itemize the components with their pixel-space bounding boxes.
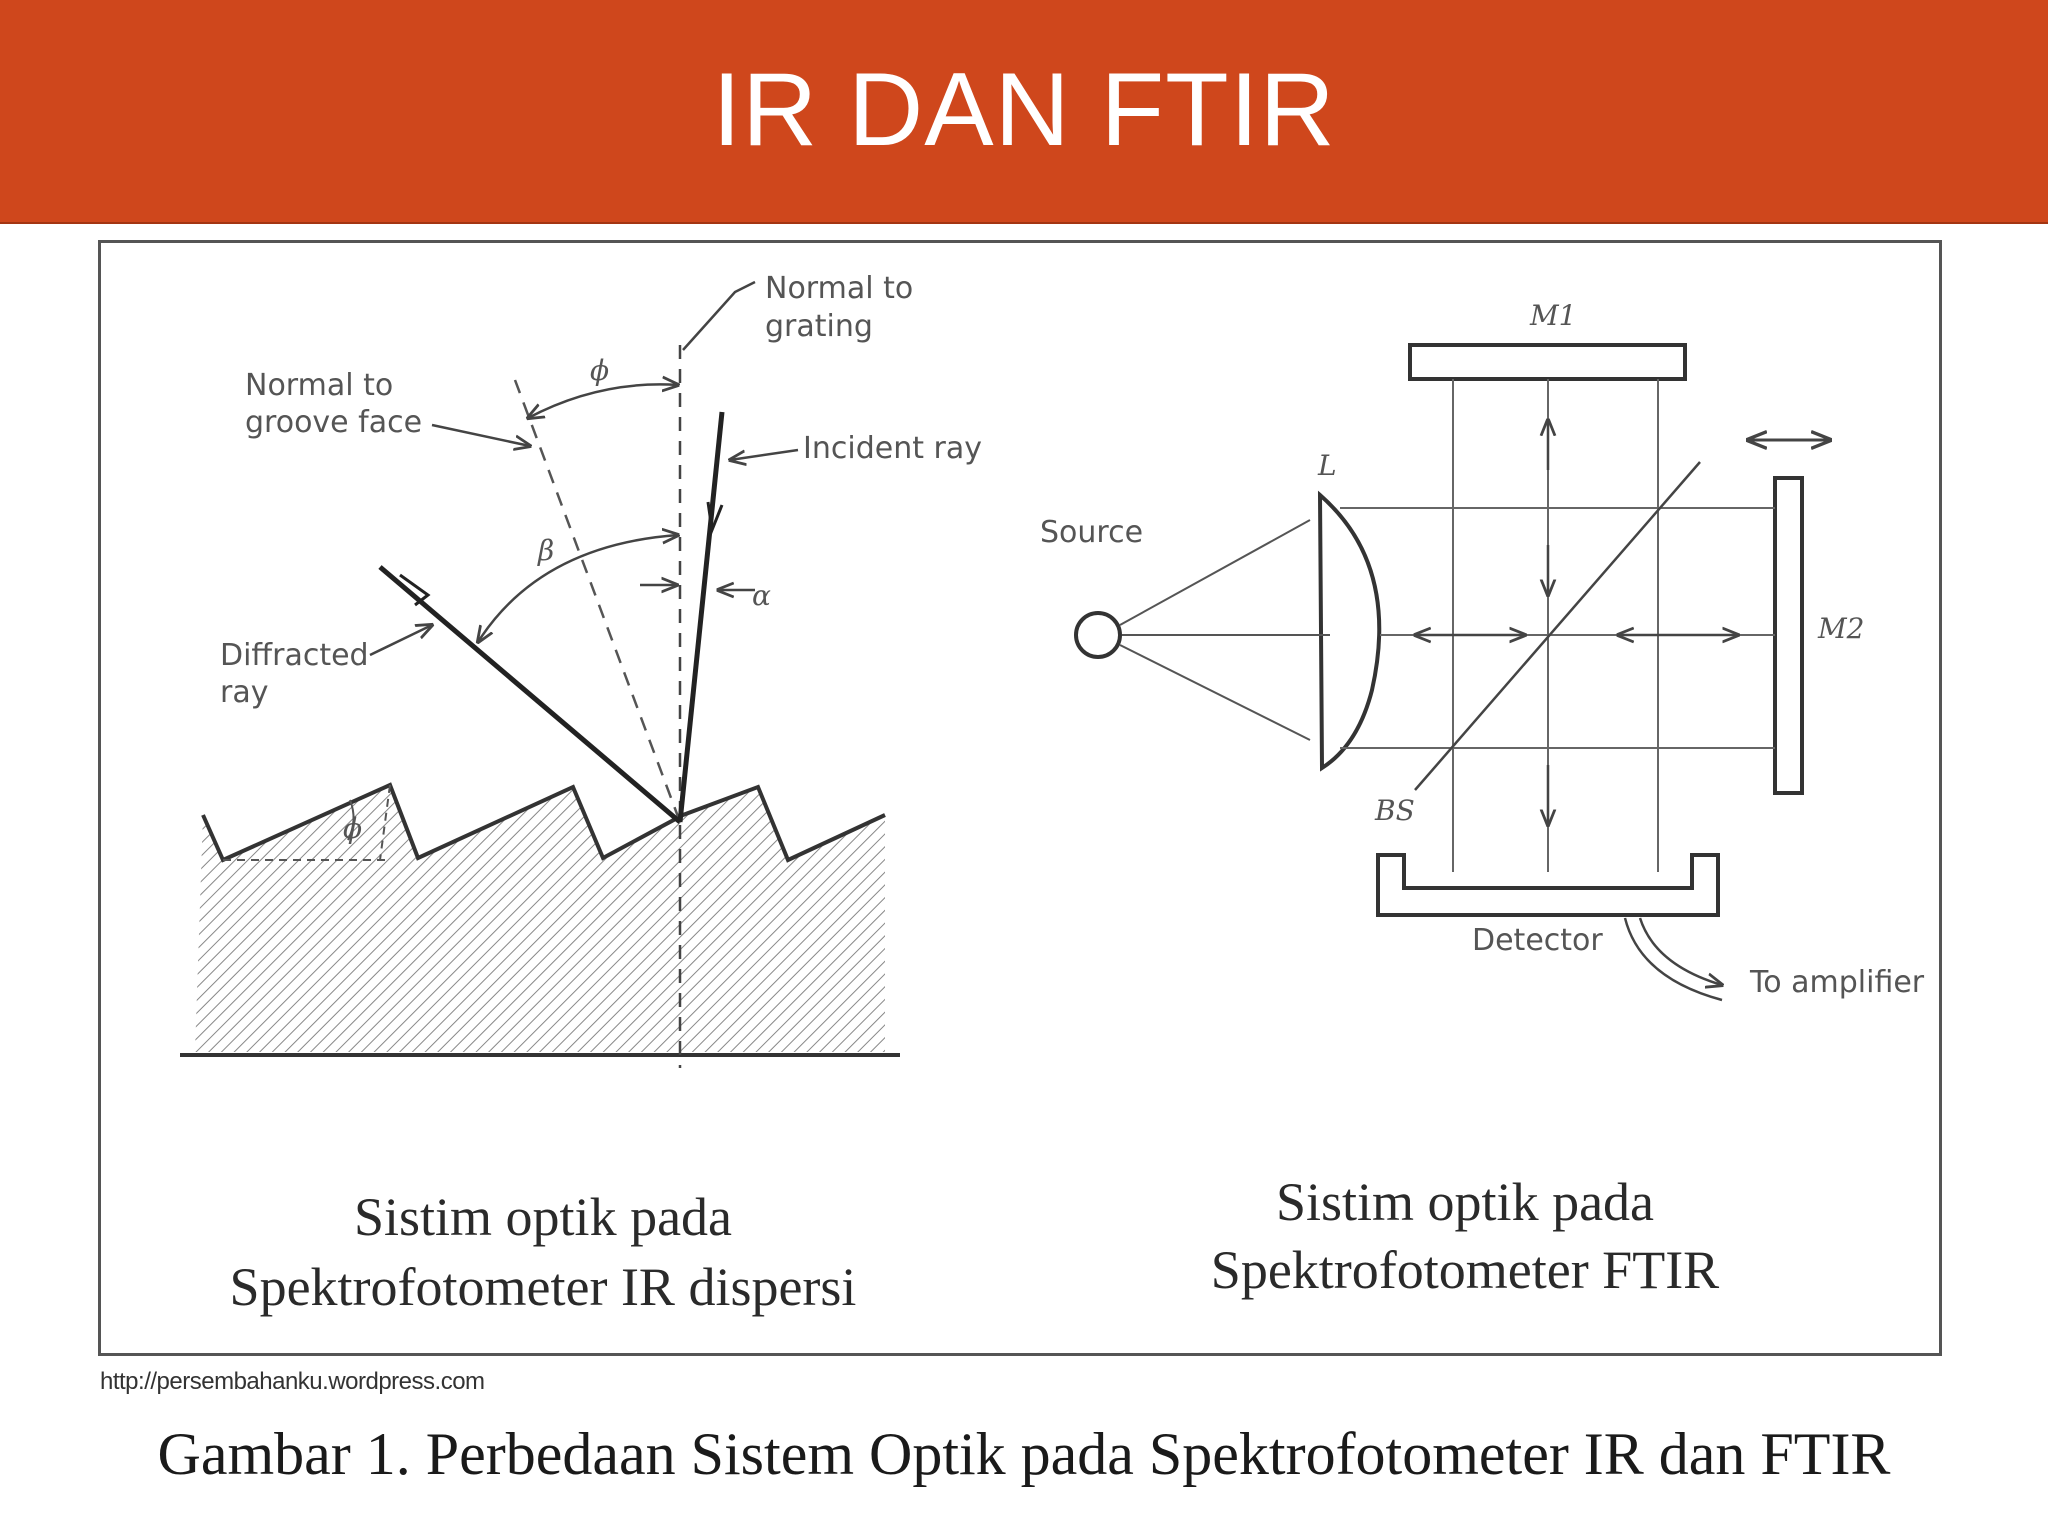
alpha-label: α: [752, 579, 771, 612]
beta-label: β: [537, 534, 554, 567]
grating-profile: [201, 782, 886, 863]
figure-caption: Gambar 1. Perbedaan Sistem Optik pada Sp…: [157, 1421, 1891, 1487]
beta-arc: [478, 535, 678, 642]
incident-ray: [677, 411, 725, 823]
label-source: Source: [1040, 515, 1143, 550]
label-m2: M2: [1817, 612, 1864, 645]
figure-frame: [98, 240, 1942, 1356]
label-diffracted-ray-2: ray: [220, 675, 268, 710]
groove-phi-label: ϕ: [343, 812, 362, 845]
ir-source: [1074, 611, 1122, 659]
label-normal-to-grating-1: Normal to: [765, 271, 913, 306]
diffracted-ray: [378, 565, 682, 824]
title-bar: IR DAN FTIR: [0, 0, 2048, 224]
label-normal-to-groove-2: groove face: [245, 405, 422, 440]
collimating-lens: [1317, 490, 1382, 772]
source-url: http://persembahanku.wordpress.com: [100, 1368, 485, 1395]
ftir-caption-line2: Spektrofotometer FTIR: [1211, 1240, 1719, 1300]
dispersive-caption-line2: Spektrofotometer IR dispersi: [230, 1257, 857, 1317]
label-normal-to-groove-1: Normal to: [245, 368, 393, 403]
label-normal-to-grating-2: grating: [765, 309, 873, 344]
ftir-caption-line1: Sistim optik pada: [1276, 1172, 1654, 1232]
groove-normal-line: [513, 379, 682, 823]
mirror-m1: [1408, 343, 1687, 381]
label-beam-splitter: BS: [1374, 794, 1415, 827]
ftir-diagram: M1 M2 Source L BS Detec: [1040, 299, 1925, 1300]
label-lens: L: [1317, 449, 1337, 482]
label-detector: Detector: [1472, 923, 1603, 958]
phi-label: ϕ: [590, 354, 609, 387]
label-incident-ray: Incident ray: [803, 431, 982, 466]
detector: [1376, 853, 1720, 917]
label-m1: M1: [1529, 299, 1576, 332]
mirror-m2: [1773, 476, 1804, 795]
label-diffracted-ray-1: Diffracted: [220, 638, 369, 673]
label-to-amplifier: To amplifier: [1749, 965, 1925, 1000]
phi-arc: [528, 384, 678, 418]
slide-title: IR DAN FTIR: [712, 52, 1336, 168]
grating-surface: [195, 785, 885, 1052]
beam-splitter: [1414, 461, 1701, 791]
dispersive-caption-line1: Sistim optik pada: [354, 1187, 732, 1247]
grating-diagram: ϕ ϕ β α Normal to grating Normal to groo…: [180, 271, 982, 1317]
